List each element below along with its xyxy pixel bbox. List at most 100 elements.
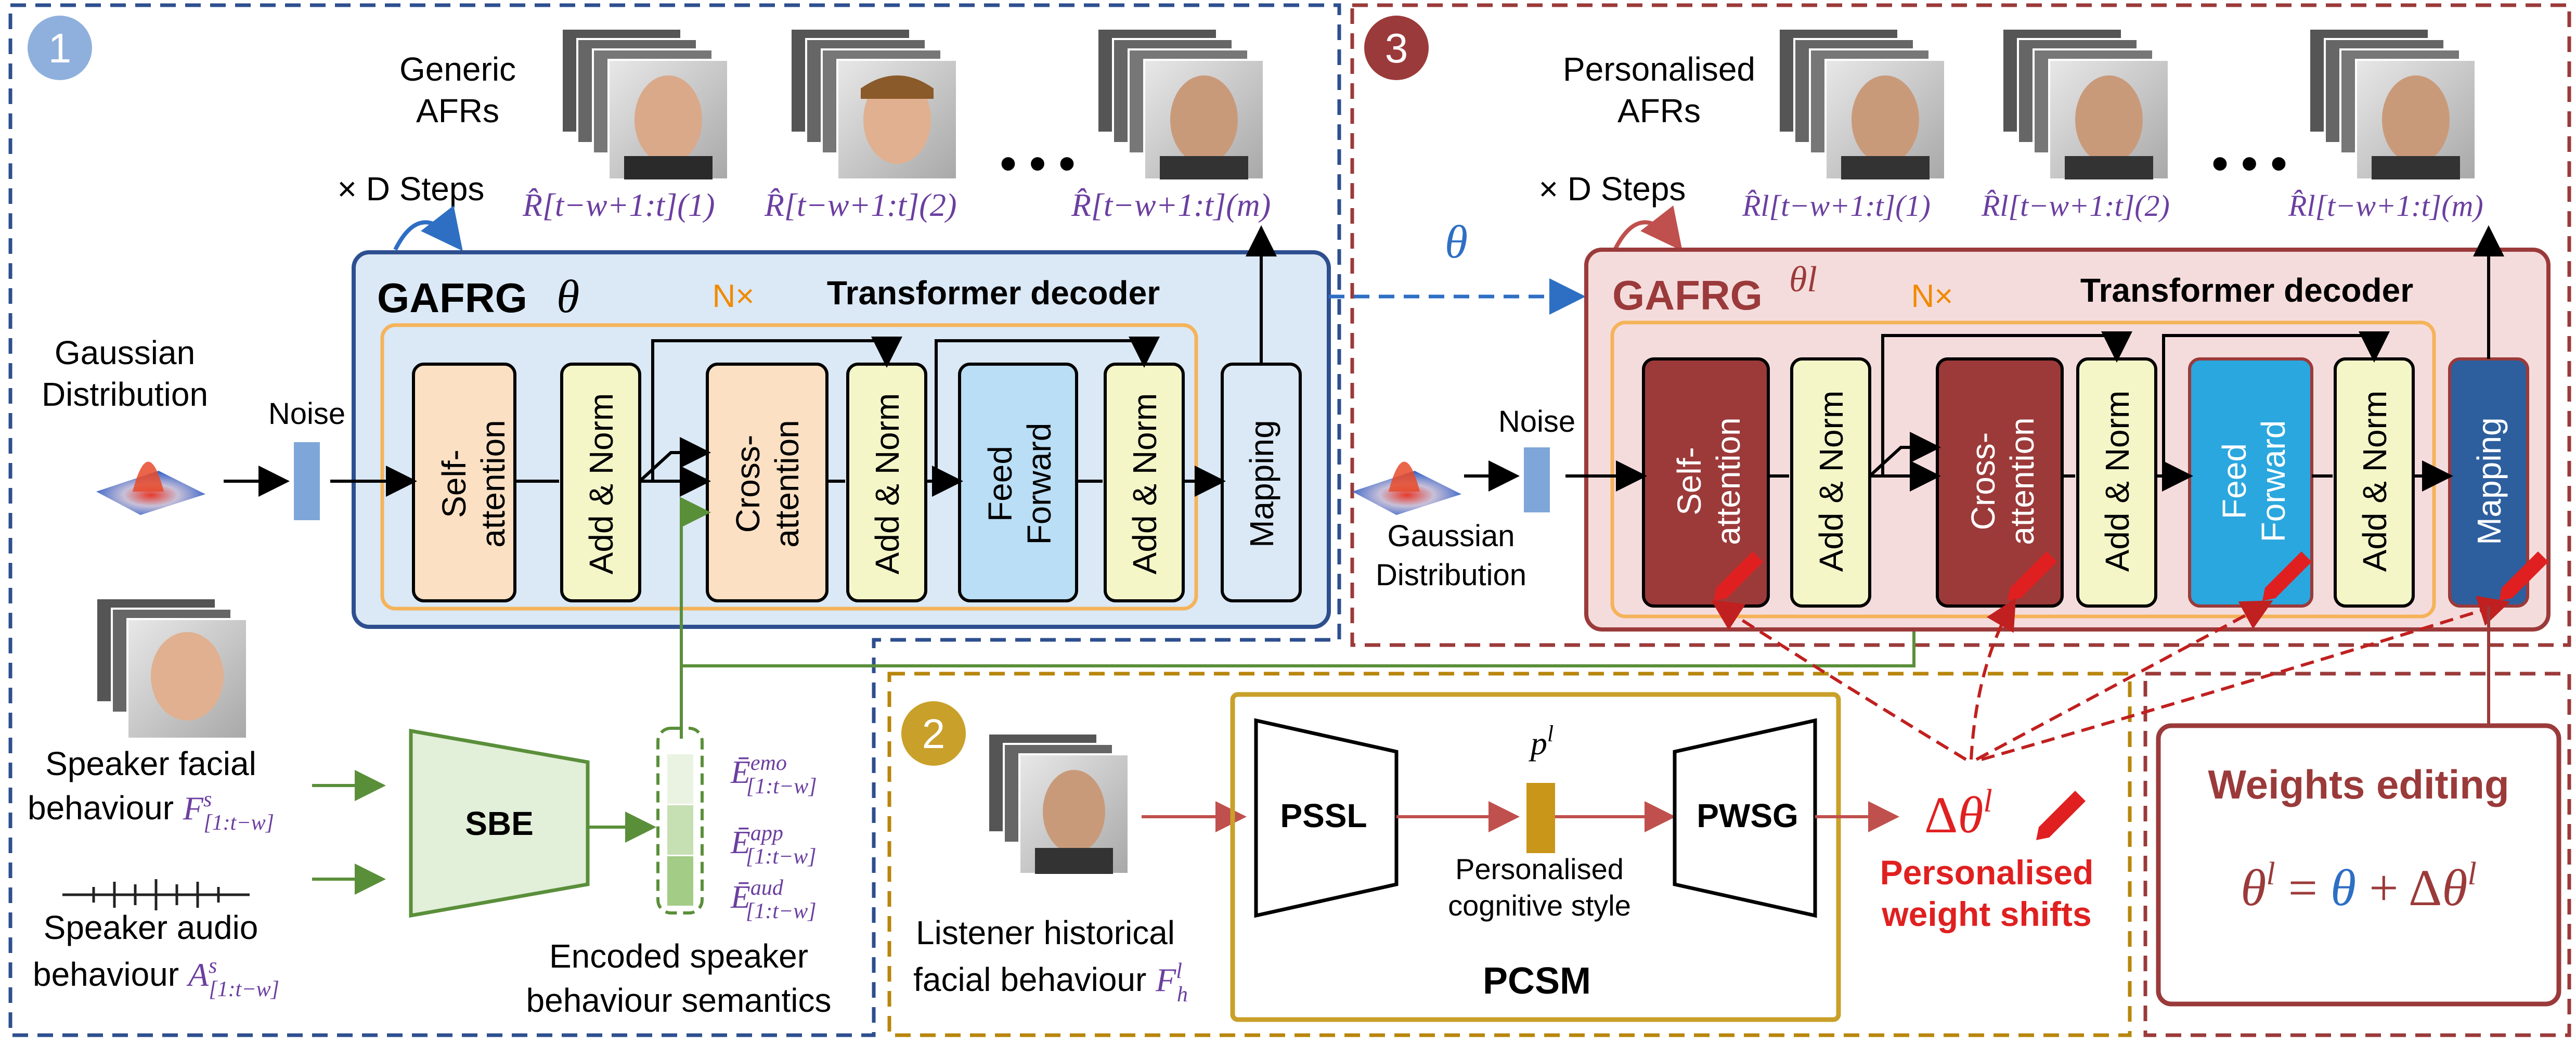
pencil-icon-delta (2036, 791, 2086, 840)
gafrg-label-3: GAFRG (1612, 272, 1763, 318)
add-norm-label-3c: Add & Norm (2356, 391, 2393, 572)
gaussian-label-1-line2: Distribution (42, 376, 208, 413)
steps-panel3: × D Steps (1539, 170, 1686, 208)
r-label-m: R̂[t−w+1:t](m) (1071, 188, 1271, 223)
feed-forward-label-1: FeedForward (981, 423, 1058, 545)
noise-bar-3 (1524, 447, 1550, 512)
panel-weights-border (2143, 672, 2571, 1037)
face-stack-generic-1 (561, 28, 729, 181)
panel1-border (8, 3, 1341, 1037)
pssl-label: PSSL (1280, 797, 1367, 834)
badge-2 (901, 701, 966, 766)
face-stack-personal-2 (2001, 28, 2170, 181)
weights-editing-box (2156, 723, 2561, 1007)
add-norm-label-3b: Add & Norm (2099, 391, 2136, 572)
panel2-border (887, 672, 2132, 1037)
gaussian-label-3-line2: Distribution (1376, 558, 1526, 592)
weights-equation: θl = θ + Δθl (2241, 856, 2476, 917)
shifts-line1: Personalised (1880, 853, 2094, 892)
skip-arrow-1 (638, 437, 711, 483)
sbe-label: SBE (465, 805, 534, 842)
mapping-label-3: Mapping (2470, 417, 2508, 545)
badge-1 (28, 16, 92, 80)
add-norm-label-3a: Add & Norm (1813, 391, 1850, 572)
speaker-face-stack (95, 597, 248, 740)
badge-3 (1364, 16, 1429, 80)
delta-to-blocks-arrows (1711, 596, 2510, 761)
transformer-label-3: Transformer decoder (2080, 272, 2413, 309)
r-label-l-1: R̂l[t−w+1:t](1) (1742, 189, 1931, 223)
encoded-line1: Encoded speaker (549, 937, 808, 975)
gaussian-icon-1 (96, 461, 205, 515)
gaussian-label-3-line1: Gaussian (1387, 519, 1514, 553)
cognitive-line2: cognitive style (1448, 889, 1631, 922)
dots-panel3: • • • (2212, 138, 2287, 190)
personalised-afrs-line2: AFRs (1617, 92, 1701, 130)
add-norm-label-1c: Add & Norm (1126, 393, 1163, 575)
pl-bar (1526, 783, 1555, 853)
theta-link-label: θ (1445, 216, 1468, 268)
panel3-border (1350, 3, 2571, 647)
loop-arrow-panel3 (1613, 205, 1682, 251)
shifts-line2: weight shifts (1881, 895, 2091, 933)
connections-panel1 (224, 225, 1277, 497)
encoded-line2: behaviour semantics (526, 982, 832, 1019)
face-stack-personal-m (2308, 28, 2477, 181)
cognitive-line1: Personalised (1455, 853, 1624, 885)
block-labels-panel3: Self-attention Add & Norm Cross-attentio… (1671, 391, 2508, 572)
mapping-label-1: Mapping (1243, 420, 1280, 548)
generic-afrs-line1: Generic (399, 50, 516, 88)
nx-3: N× (1911, 278, 1953, 314)
r-label-l-2: R̂l[t−w+1:t](2) (1981, 189, 2170, 223)
block-labels-panel1: Self-attention Add & Norm Cross-attentio… (435, 393, 1280, 575)
r-label-l-m: R̂l[t−w+1:t](m) (2288, 189, 2483, 223)
e-label-emo: Ēemo[1:t−w] (730, 751, 817, 799)
listener-line1: Listener historical (916, 914, 1175, 951)
face-stack-personal-1 (1778, 28, 1946, 181)
cross-attention-block-1 (706, 363, 829, 602)
gafrg-label-1: GAFRG (377, 275, 527, 321)
self-attention-label-3: Self-attention (1671, 417, 1747, 545)
listener-face-stack (987, 732, 1130, 875)
gaussian-label-1-line1: Gaussian (55, 334, 195, 371)
gafrg-param-1: θ (556, 271, 579, 323)
add-norm-label-1a: Add & Norm (582, 393, 620, 575)
pssl-block (1254, 718, 1399, 918)
dots-panel1: • • • (1000, 138, 1076, 190)
face-stack-generic-m (1096, 28, 1265, 181)
speaker-facial-line2: behaviour Fs[1:t−w] (28, 788, 274, 835)
blocks-panel3 (1642, 357, 2529, 608)
audio-waveform-icon (62, 879, 250, 910)
e-label-aud: Ēaud[1:t−w] (730, 876, 817, 923)
connections-panel3 (1464, 225, 2504, 492)
sbe-block (409, 728, 590, 918)
steps-panel1: × D Steps (338, 170, 485, 208)
face-stack-generic-2 (789, 28, 958, 181)
nx-1: N× (713, 278, 755, 314)
pl-label: pl (1529, 721, 1554, 762)
r-label-1: R̂[t−w+1:t](1) (522, 188, 715, 223)
pwsg-label: PWSG (1697, 797, 1798, 834)
pcsm-label: PCSM (1483, 960, 1591, 1002)
add-norm-label-1b: Add & Norm (869, 393, 906, 575)
generic-afrs-line2: AFRs (416, 92, 499, 130)
speaker-audio-line1: Speaker audio (44, 909, 258, 946)
badge-3-text: 3 (1385, 25, 1408, 71)
personalised-afrs-line1: Personalised (1563, 50, 1755, 88)
feed-forward-label-3: FeedForward (2216, 420, 2292, 543)
gaussian-icon-3 (1352, 461, 1461, 515)
badge-2-text: 2 (922, 711, 946, 757)
r-label-2: R̂[t−w+1:t](2) (764, 188, 957, 223)
add-norm-block-3a (1790, 357, 1871, 608)
badge-1-text: 1 (48, 25, 72, 71)
transformer-label-1: Transformer decoder (827, 274, 1160, 312)
e-label-app: Ēapp[1:t−w] (730, 821, 817, 869)
pencil-icon (1714, 551, 2548, 601)
cross-attention-label-3: Cross-attention (1964, 417, 2041, 545)
pcsm-box (1230, 692, 1841, 1022)
skip-arrow-3 (1868, 432, 1941, 478)
noise-label-1: Noise (268, 397, 345, 431)
